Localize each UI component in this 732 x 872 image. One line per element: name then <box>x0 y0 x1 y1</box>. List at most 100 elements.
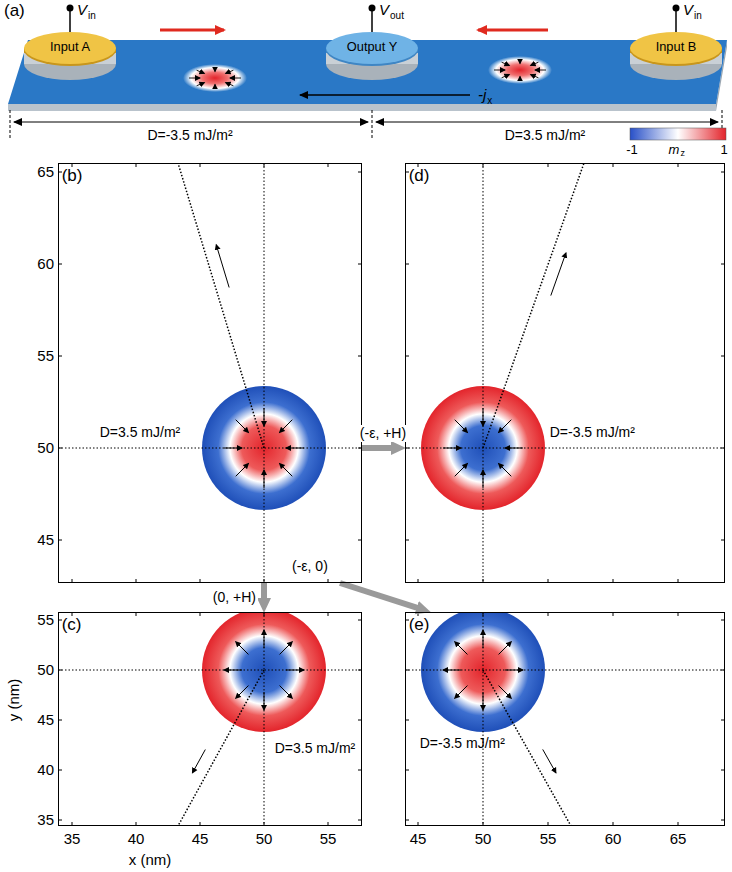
axis-guide <box>405 448 725 449</box>
spin-arrow <box>499 686 512 699</box>
spin-arrow <box>215 84 216 89</box>
panel-art <box>58 163 725 826</box>
motion-arrow <box>478 29 548 32</box>
y-tick-label: 50 <box>37 439 54 457</box>
spin-arrow <box>499 642 512 655</box>
electrode-label: Input A <box>22 39 118 54</box>
dmi-label: D=3.5 mJ/m² <box>100 424 181 441</box>
dmi-label: D=3.5 mJ/m² <box>505 127 586 144</box>
dmi-label: D=-3.5 mJ/m² <box>147 127 232 144</box>
x-tick-label: 55 <box>540 830 557 848</box>
y-tick-label: 35 <box>37 811 54 829</box>
skyrmion-plot <box>58 612 362 826</box>
panel-letter: (a) <box>4 1 25 21</box>
output-electrode: Output Y <box>324 26 420 82</box>
y-tick-label: 45 <box>37 711 54 729</box>
spin-arrow <box>520 76 521 81</box>
motion-arrow <box>160 29 224 32</box>
spin-arrow <box>502 62 510 65</box>
transition-arrow <box>340 583 420 609</box>
spin-arrow <box>535 70 546 71</box>
transition-label: (-ε, +H) <box>358 425 408 442</box>
axis-guide <box>483 163 484 583</box>
trajectory <box>178 670 264 826</box>
skyrmion <box>183 64 247 92</box>
spin-arrow <box>502 75 510 78</box>
spin-arrow <box>197 83 205 86</box>
y-tick-label: 45 <box>37 531 54 549</box>
trajectory <box>178 163 264 448</box>
region-divider <box>10 110 722 138</box>
dmi-label: D=-3.5 mJ/m² <box>550 424 635 441</box>
axis-title: x (nm) <box>129 851 172 869</box>
spin-arrow <box>236 464 249 477</box>
spin-arrow <box>236 420 249 433</box>
spin-arrow <box>455 642 468 655</box>
colorbar-subscript: z <box>680 148 685 159</box>
x-tick-label: 35 <box>64 830 81 848</box>
y-tick-label: 55 <box>37 347 54 365</box>
direction-arrow <box>216 245 229 288</box>
x-tick-label: 60 <box>605 830 622 848</box>
spin-arrow <box>189 78 200 79</box>
signal-subscript: in <box>694 10 702 22</box>
spin-arrow <box>520 59 521 64</box>
axis-guide <box>58 448 362 449</box>
plot-panel: (d)D=-3.5 mJ/m² <box>405 163 725 583</box>
axis-guide <box>58 670 362 671</box>
spin-arrow <box>280 642 293 655</box>
spin-arrow <box>236 642 249 655</box>
spin-arrow <box>531 75 539 78</box>
transition-label: (-ε, 0) <box>290 558 330 575</box>
plot-panel: (c)D=3.5 mJ/m² <box>58 612 362 826</box>
axis-guide <box>264 163 265 583</box>
spin-arrow <box>286 448 304 449</box>
spin-arrow <box>280 464 293 477</box>
transition-arrow <box>261 583 267 602</box>
plot-panel: (b) D=3.5 mJ/m² <box>58 163 362 583</box>
voltage-lead <box>70 8 676 32</box>
x-tick-label: 45 <box>410 830 427 848</box>
signal-subscript: in <box>88 10 96 22</box>
colorbar <box>630 128 726 140</box>
axis-guide <box>264 612 265 826</box>
panel-letter: (e) <box>409 615 430 635</box>
current-subscript: x <box>487 95 492 107</box>
spin-arrow <box>236 686 249 699</box>
axis-guide <box>483 612 484 826</box>
plot-panel: (e) D=-3.5 mJ/m² <box>405 612 725 826</box>
signal-subscript: out <box>390 10 404 22</box>
spin-arrow <box>215 67 216 72</box>
y-tick-label: 40 <box>37 761 54 779</box>
spin-arrow <box>264 630 265 648</box>
spin-arrow <box>531 62 539 65</box>
spin-arrow <box>197 70 205 73</box>
colorbar-tick: 1 <box>720 142 727 158</box>
dmi-label: D=3.5 mJ/m² <box>275 740 356 757</box>
input-electrode: Input B <box>628 26 724 82</box>
panel-letter: (b) <box>62 166 83 186</box>
spin-arrow <box>280 420 293 433</box>
spin-arrow <box>455 420 468 433</box>
x-tick-label: 55 <box>320 830 337 848</box>
x-tick-label: 40 <box>128 830 145 848</box>
x-tick-label: 45 <box>192 830 209 848</box>
spin-arrow <box>226 70 234 73</box>
signal-name: V <box>379 1 389 19</box>
spin-arrow <box>230 78 241 79</box>
spin-arrow <box>280 686 293 699</box>
colorbar-title: m <box>669 142 680 158</box>
spin-arrow <box>226 83 234 86</box>
current-arrow <box>300 94 470 95</box>
spin-arrow <box>483 630 484 648</box>
direction-arrow <box>551 253 566 296</box>
direction-arrow <box>543 749 556 772</box>
trajectory <box>483 163 584 448</box>
direction-arrow <box>192 750 205 773</box>
y-tick-label: 60 <box>37 255 54 273</box>
skyrmion <box>488 56 552 84</box>
x-tick-label: 65 <box>670 830 687 848</box>
electrode-label: Input B <box>628 39 724 54</box>
dmi-label: D=-3.5 mJ/m² <box>420 735 505 752</box>
